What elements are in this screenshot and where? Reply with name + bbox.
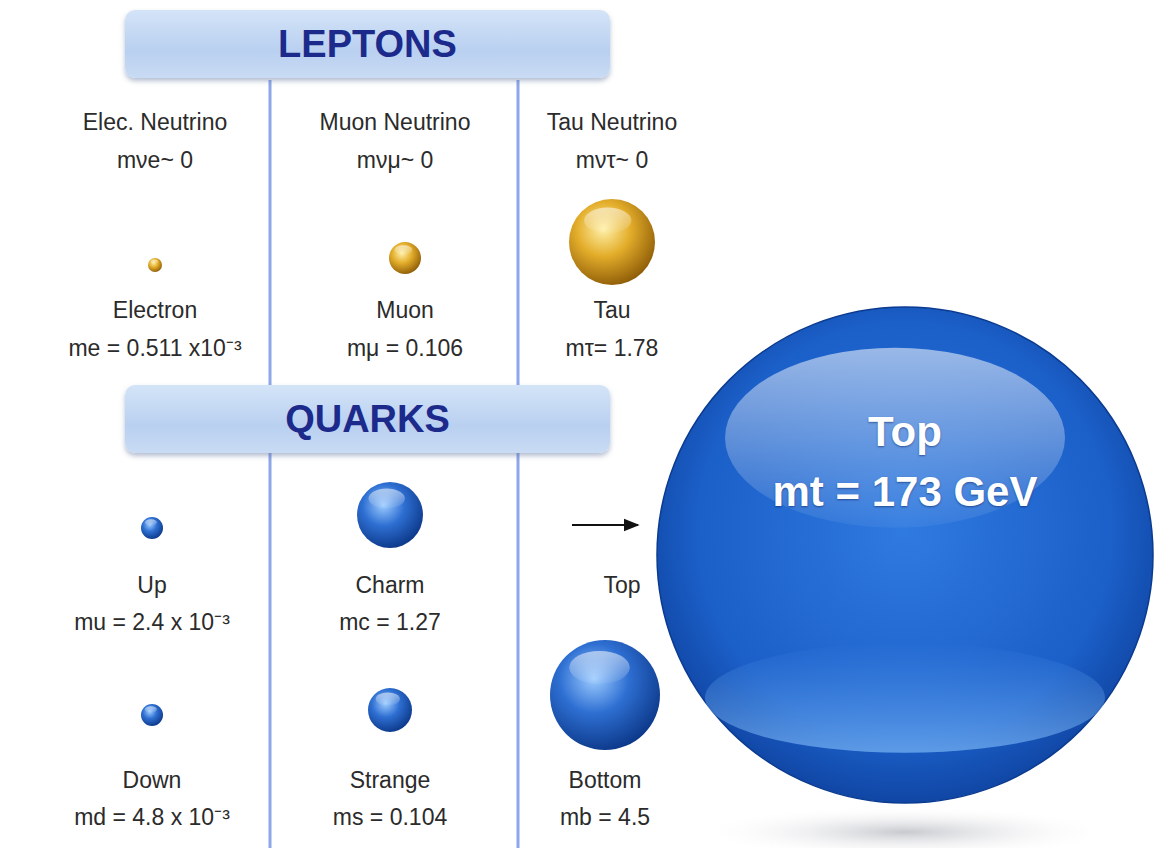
particle-name: Muon [376, 296, 434, 324]
sphere-reflection [695, 806, 1115, 848]
particle-sphere: Charm mc = 1.27 [270, 478, 510, 642]
neutrino-name: Muon Neutrino [320, 108, 471, 136]
particle-sphere: Strange ms = 0.104 [270, 684, 510, 837]
particle-name: Top [868, 407, 942, 457]
sphere-graphic [35, 254, 275, 276]
particle-mass: md = 4.8 x 10⁻³ [74, 803, 230, 831]
particle-name: Up [137, 571, 166, 599]
particle-mass: mt = 173 GeV [773, 467, 1038, 517]
neutrino-mass: mνe~ 0 [117, 146, 193, 174]
sphere-body [141, 704, 163, 726]
particle-sphere: Electron me = 0.511 x10⁻³ [35, 254, 275, 368]
sphere-glow [705, 643, 1105, 753]
group-header-band: LEPTONS [125, 10, 610, 78]
sphere-highlight [376, 692, 400, 705]
particle-name: Charm [355, 571, 424, 599]
column-divider [517, 80, 520, 848]
column-divider [269, 80, 272, 848]
sphere-highlight [569, 651, 630, 684]
particle-mass: mc = 1.27 [339, 608, 441, 636]
sphere-body [550, 640, 660, 750]
neutrino-name: Tau Neutrino [547, 108, 677, 136]
particle-name: Strange [350, 766, 431, 794]
particle-sphere: Tau mτ= 1.78 [492, 195, 732, 368]
particle-sphere-large: Top mt = 173 GeV [655, 300, 1155, 810]
sphere-graphic [32, 513, 272, 543]
group-heading: QUARKS [285, 397, 450, 441]
sphere-body [389, 242, 421, 274]
group-header-band: QUARKS [125, 385, 610, 453]
sphere-body [141, 517, 163, 539]
sphere-highlight [725, 348, 1065, 528]
sphere-body [569, 199, 655, 285]
particle-mass: mb = 4.5 [560, 803, 650, 831]
sphere-highlight [145, 519, 157, 526]
neutrino-name: Elec. Neutrino [83, 108, 227, 136]
sphere-body [657, 307, 1153, 803]
particle-mass: ms = 0.104 [333, 803, 447, 831]
neutrino-mass: mνμ~ 0 [357, 146, 434, 174]
sphere-highlight [584, 208, 631, 234]
sphere-graphic [492, 195, 732, 289]
particle-name: Down [123, 766, 182, 794]
group-heading: LEPTONS [278, 22, 457, 66]
sphere-graphic [270, 684, 510, 736]
particle-sphere: Muon mμ = 0.106 [285, 238, 525, 368]
particle-sphere: Bottom mb = 4.5 [485, 636, 725, 837]
particle-sphere: Up mu = 2.4 x 10⁻³ [32, 513, 272, 642]
particle-name: Electron [113, 296, 197, 324]
sphere-body [148, 258, 162, 272]
sphere-body [368, 688, 412, 732]
sphere-graphic [32, 700, 272, 730]
sphere-highlight [150, 259, 158, 263]
particle-mass: mu = 2.4 x 10⁻³ [74, 608, 230, 636]
pointer-arrow [572, 524, 638, 526]
pointer-label: Top [603, 571, 640, 599]
sphere-graphic [485, 636, 725, 754]
sphere-highlight [145, 706, 157, 713]
neutrino-mass: mντ~ 0 [576, 146, 648, 174]
sphere-highlight [395, 245, 413, 255]
particle-name: Tau [593, 296, 630, 324]
sphere-body [357, 482, 423, 548]
particle-mass: mμ = 0.106 [347, 334, 463, 362]
particle-mass: me = 0.511 x10⁻³ [68, 334, 241, 362]
particle-mass: mτ= 1.78 [566, 334, 659, 362]
particle-name: Bottom [569, 766, 642, 794]
sphere-graphic [270, 478, 510, 552]
particle-sphere: Down md = 4.8 x 10⁻³ [32, 700, 272, 837]
sphere-graphic [285, 238, 525, 278]
sphere-highlight [369, 489, 405, 509]
sphere-graphic [655, 300, 1155, 810]
